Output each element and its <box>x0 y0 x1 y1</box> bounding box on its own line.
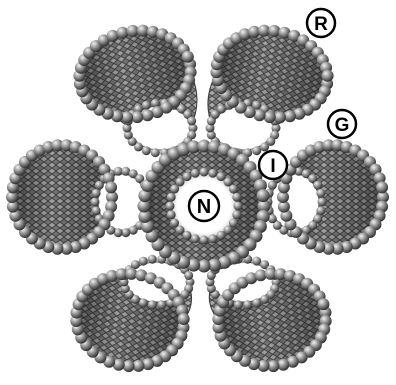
atom-bead <box>184 271 193 280</box>
atom-bead <box>92 189 101 198</box>
label-R-text: R <box>314 14 328 35</box>
atom-bead <box>268 25 280 37</box>
tube-lower-left <box>70 255 194 373</box>
atom-bead <box>217 231 226 240</box>
atom-bead <box>178 313 190 325</box>
atom-bead <box>167 193 176 202</box>
tube-upper-right <box>206 22 335 157</box>
atom-bead <box>243 300 252 309</box>
atom-bead <box>252 298 261 307</box>
atom-bead <box>139 298 148 307</box>
atom-bead <box>200 168 209 177</box>
tube-upper-left <box>72 22 197 157</box>
atom-bead <box>148 300 157 309</box>
atom-bead <box>91 198 100 207</box>
atom-bead <box>234 300 243 309</box>
atom-bead <box>217 105 226 114</box>
atom-bead <box>191 169 200 178</box>
atom-bead <box>264 111 276 123</box>
atom-bead <box>260 142 269 151</box>
atom-bead <box>252 146 261 155</box>
atom-bead <box>234 202 243 211</box>
atom-bead <box>167 210 176 219</box>
atom-bead <box>183 172 192 181</box>
atom-bead <box>151 148 160 157</box>
atom-bead <box>200 236 209 245</box>
atom-bead <box>322 70 334 82</box>
label-N: N <box>189 191 219 221</box>
atom-bead <box>318 198 327 207</box>
atom-bead <box>131 111 143 123</box>
tube-lower-right <box>206 255 332 373</box>
label-R: R <box>307 9 335 37</box>
atom-bead <box>208 234 217 243</box>
label-I: I <box>259 151 287 179</box>
atom-bead <box>131 260 140 269</box>
atom-bead <box>127 25 139 37</box>
atom-bead <box>191 234 200 243</box>
atom-bead <box>139 257 148 266</box>
atom-bead <box>316 189 325 198</box>
atom-bead <box>258 25 270 37</box>
atom-bead <box>182 51 194 63</box>
atom-bead <box>187 117 196 126</box>
atom-bead <box>157 300 166 309</box>
atom-bead <box>316 206 325 215</box>
label-I-text: I <box>270 156 275 177</box>
atom-bead <box>260 295 269 304</box>
atom-bead <box>376 181 388 193</box>
label-G: G <box>328 110 356 138</box>
atom-bead <box>166 202 175 211</box>
atom-bead <box>117 27 129 39</box>
atom-bead <box>142 146 151 155</box>
atom-bead <box>148 255 157 264</box>
atom-bead <box>257 189 270 202</box>
atom-bead <box>317 298 329 310</box>
atom-bead <box>142 101 151 110</box>
atom-bead <box>274 111 286 123</box>
label-N-text: N <box>197 196 211 218</box>
atom-bead <box>105 181 117 193</box>
atom-bead <box>229 185 238 194</box>
tube-left <box>6 139 154 255</box>
atom-bead <box>252 257 261 266</box>
atom-bead <box>142 109 154 121</box>
atom-bead <box>313 181 322 190</box>
atom-bead <box>232 193 241 202</box>
atom-bead <box>232 210 241 219</box>
atom-bead <box>208 169 217 178</box>
atom-bead <box>170 219 179 228</box>
label-G-text: G <box>335 115 350 136</box>
atom-bead <box>92 206 101 215</box>
